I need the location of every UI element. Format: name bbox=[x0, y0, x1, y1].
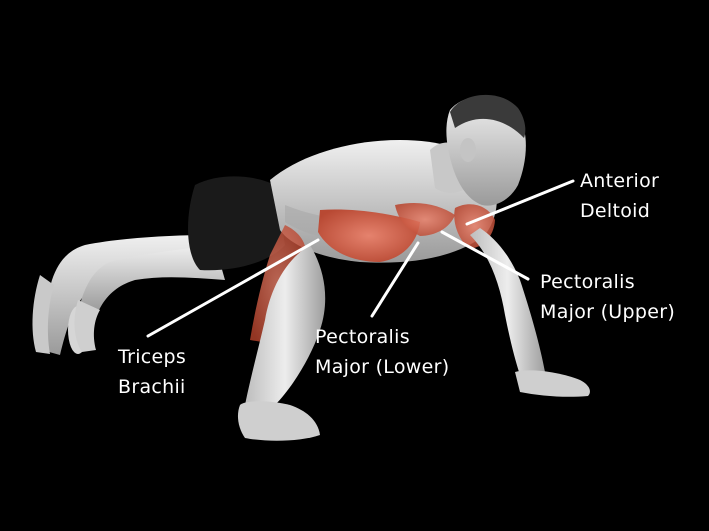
shorts bbox=[188, 176, 285, 271]
label-line: Deltoid bbox=[580, 200, 651, 222]
pectoralis-major-upper-muscle bbox=[395, 203, 455, 236]
label-line: Pectoralis bbox=[315, 326, 410, 348]
leader-line-pec-lower bbox=[370, 241, 420, 318]
leader-line-anterior-deltoid bbox=[465, 179, 575, 226]
head bbox=[430, 94, 526, 206]
far-arm bbox=[470, 228, 590, 397]
label-line: Major (Lower) bbox=[315, 356, 450, 378]
label-anterior-deltoid: Anterior Deltoid bbox=[580, 166, 659, 226]
front-leg bbox=[74, 245, 225, 352]
leader-lines bbox=[146, 179, 575, 338]
pectoralis-major-lower-muscle bbox=[318, 209, 420, 262]
label-line: Anterior bbox=[580, 170, 660, 192]
leader-line-triceps bbox=[146, 238, 320, 338]
label-triceps-brachii: Triceps Brachii bbox=[118, 342, 186, 402]
label-pectoralis-major-lower: Pectoralis Major (Lower) bbox=[315, 322, 449, 382]
leader-line-pec-upper bbox=[440, 230, 530, 281]
label-line: Pectoralis bbox=[540, 271, 635, 293]
label-pectoralis-major-upper: Pectoralis Major (Upper) bbox=[540, 267, 675, 327]
label-line: Major (Upper) bbox=[540, 301, 676, 323]
label-line: Triceps bbox=[118, 346, 187, 368]
label-line: Brachii bbox=[118, 376, 186, 398]
